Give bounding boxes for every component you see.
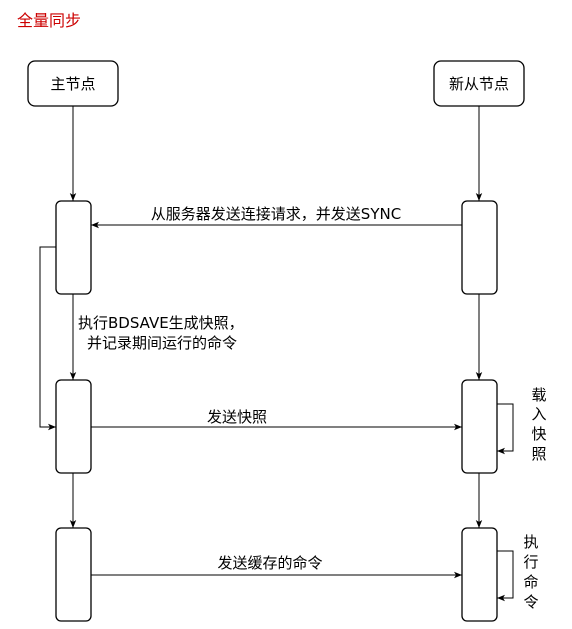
execute-commands-loop-arrow <box>497 550 514 602</box>
execute-commands-char-1: 执 <box>523 533 538 551</box>
slave-activation-1 <box>461 200 498 295</box>
execute-commands-note: 执 行 命 令 <box>523 533 538 611</box>
load-snapshot-note: 载 入 快 照 <box>531 386 546 463</box>
bgsave-note-line2: 并记录期间运行的命令 <box>87 334 237 352</box>
master-node-label: 主节点 <box>50 75 95 93</box>
load-snapshot-char-4: 照 <box>531 445 546 463</box>
execute-commands-char-3: 命 <box>523 573 538 591</box>
execute-commands-char-2: 行 <box>523 553 538 571</box>
diagram-title: 全量同步 <box>17 11 81 30</box>
send-snapshot-label: 发送快照 <box>207 408 267 426</box>
load-snapshot-char-3: 快 <box>531 425 546 443</box>
load-snapshot-loop-arrow <box>497 403 514 455</box>
master-activation-1 <box>55 200 92 295</box>
bgsave-loop-arrow <box>39 246 56 431</box>
slave-activation-2 <box>461 379 498 474</box>
slave-node-label: 新从节点 <box>449 75 509 93</box>
send-buffered-label: 发送缓存的命令 <box>217 554 322 572</box>
sync-request-label: 从服务器发送连接请求，并发送SYNC <box>151 205 401 223</box>
slave-activation-3 <box>461 527 498 622</box>
load-snapshot-char-2: 入 <box>531 405 546 423</box>
master-activation-2 <box>55 379 92 474</box>
bgsave-note-line1: 执行BDSAVE生成快照， <box>78 314 244 332</box>
load-snapshot-char-1: 载 <box>531 386 546 404</box>
execute-commands-char-4: 令 <box>523 593 538 611</box>
master-activation-3 <box>55 527 92 622</box>
